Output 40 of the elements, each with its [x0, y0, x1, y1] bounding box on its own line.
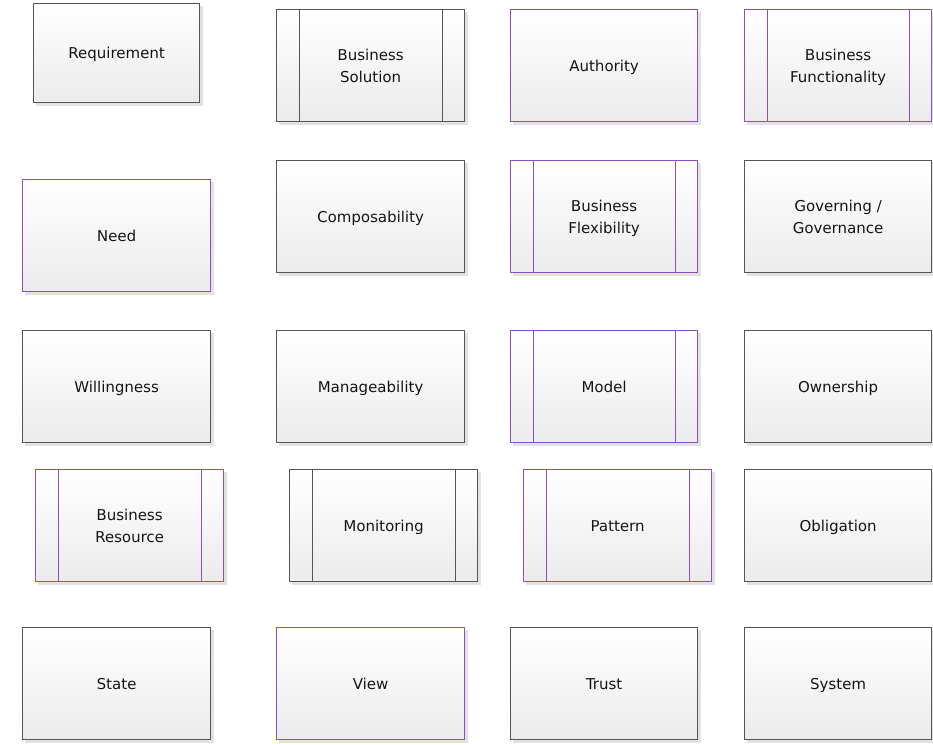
- box-label: Business Resource: [94, 504, 165, 548]
- box-label: Business Functionality: [788, 44, 888, 88]
- box-label: Need: [96, 226, 136, 246]
- box-label: Pattern: [590, 516, 644, 536]
- box-label: Authority: [569, 56, 639, 76]
- box-label: Trust: [586, 674, 622, 694]
- box-label: Requirement: [68, 43, 165, 64]
- process-box: [276, 627, 465, 740]
- process-box: [744, 330, 932, 443]
- predefined-process-box: [744, 9, 932, 122]
- process-box: [276, 160, 465, 273]
- process-box: [744, 160, 932, 273]
- process-box: [276, 330, 465, 443]
- box-label: Governing / Governance: [792, 196, 884, 238]
- predefined-process-box: [510, 160, 698, 273]
- process-box: [22, 330, 211, 443]
- box-label: View: [352, 674, 388, 694]
- process-box: [510, 627, 698, 740]
- process-box: [744, 469, 932, 582]
- predefined-process-box: [276, 9, 465, 122]
- box-label: Business Solution: [336, 44, 405, 88]
- predefined-process-box: [523, 469, 712, 582]
- process-box: [22, 179, 211, 292]
- process-box: [510, 9, 698, 122]
- box-label: Obligation: [799, 516, 877, 536]
- box-label: Willingness: [74, 376, 159, 398]
- box-label: Business Flexibility: [567, 196, 641, 238]
- predefined-process-box: [289, 469, 478, 582]
- box-label: Composability: [317, 206, 424, 228]
- box-label: System: [810, 674, 866, 694]
- process-box: [22, 627, 211, 740]
- predefined-process-box: [510, 330, 698, 443]
- process-box: [744, 627, 932, 740]
- box-label: Manageability: [318, 376, 424, 398]
- box-label: Ownership: [798, 376, 878, 398]
- predefined-process-box: [35, 469, 224, 582]
- box-label: Model: [581, 376, 627, 398]
- process-box: [33, 3, 200, 103]
- box-label: State: [96, 674, 136, 694]
- box-label: Monitoring: [343, 516, 424, 536]
